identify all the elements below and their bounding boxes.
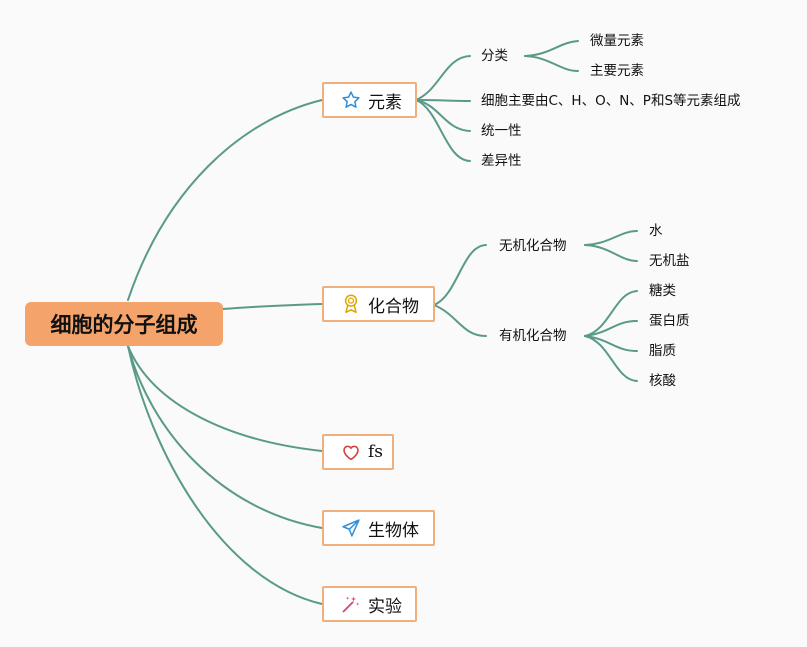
star-icon — [340, 89, 362, 111]
link-elements-composition — [415, 99, 471, 102]
branch-experiment-label: 实验 — [368, 596, 402, 617]
link-organic-nucleic — [584, 335, 638, 382]
paper-plane-icon — [340, 517, 362, 539]
branch-organism-label: 生物体 — [368, 520, 419, 541]
link-elements-classification — [415, 55, 471, 101]
topic-inorganic[interactable]: 无机化合物 — [499, 238, 567, 254]
link-root-experiment — [127, 345, 323, 605]
link-inorganic-water — [584, 230, 638, 246]
topic-inorganic-salt[interactable]: 无机盐 — [649, 253, 690, 269]
branch-fs-label: fs — [368, 442, 384, 462]
link-inorganic-salt — [584, 244, 638, 262]
branch-organism[interactable]: 生物体 — [322, 510, 435, 546]
magic-wand-icon — [340, 593, 362, 615]
topic-trace-elements[interactable]: 微量元素 — [590, 33, 644, 49]
topic-unity[interactable]: 统一性 — [481, 123, 522, 139]
link-root-fs — [127, 345, 323, 452]
link-elements-difference — [415, 99, 471, 162]
link-classification-trace — [524, 40, 579, 57]
link-compounds-organic — [433, 304, 487, 337]
topic-composition[interactable]: 细胞主要由C、H、O、N、P和S等元素组成 — [481, 93, 741, 109]
heart-icon — [340, 441, 362, 463]
link-elements-unity — [415, 99, 471, 132]
topic-lipid[interactable]: 脂质 — [649, 343, 676, 359]
branch-elements-label: 元素 — [368, 92, 402, 113]
topic-protein[interactable]: 蛋白质 — [649, 313, 690, 329]
topic-nucleic-acid[interactable]: 核酸 — [649, 373, 676, 389]
branch-compounds[interactable]: 化合物 — [322, 286, 435, 322]
branch-compounds-label: 化合物 — [368, 296, 419, 317]
branch-experiment[interactable]: 实验 — [322, 586, 417, 622]
award-icon — [340, 293, 362, 315]
topic-major-elements[interactable]: 主要元素 — [590, 63, 644, 79]
root-topic-label: 细胞的分子组成 — [50, 313, 198, 337]
topic-water[interactable]: 水 — [649, 223, 663, 239]
link-classification-major — [524, 55, 579, 72]
link-root-elements — [127, 99, 323, 301]
link-organic-protein — [584, 320, 638, 337]
link-organic-sugar — [584, 290, 638, 337]
topic-classification[interactable]: 分类 — [481, 48, 508, 64]
link-compounds-inorganic — [433, 244, 487, 306]
branch-elements[interactable]: 元素 — [322, 82, 417, 118]
topic-organic[interactable]: 有机化合物 — [499, 328, 567, 344]
topic-sugar[interactable]: 糖类 — [649, 283, 676, 299]
branch-fs[interactable]: fs — [322, 434, 394, 470]
link-root-organism — [127, 345, 323, 529]
link-root-compounds — [222, 303, 323, 310]
topic-difference[interactable]: 差异性 — [481, 153, 522, 169]
root-topic[interactable]: 细胞的分子组成 — [25, 302, 223, 346]
